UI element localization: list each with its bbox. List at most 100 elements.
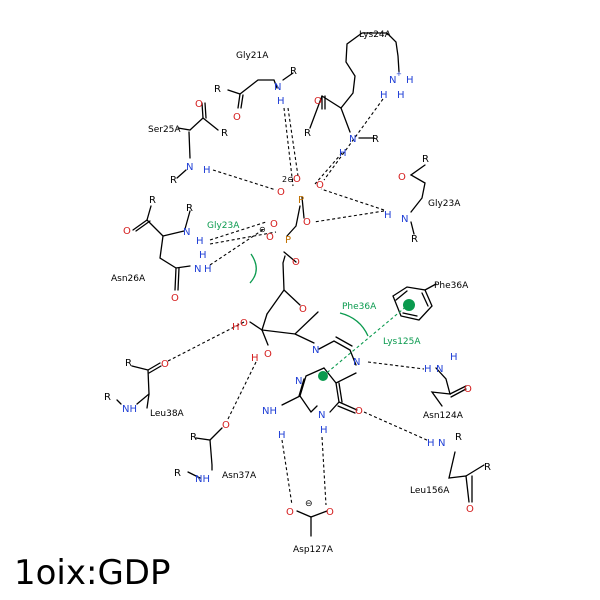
atom-o: O	[123, 226, 131, 237]
residue-label-leu156: Leu156A	[410, 486, 450, 496]
atom-h: H	[203, 165, 211, 176]
atom-r: R	[422, 154, 429, 165]
atom-o: O	[171, 293, 179, 304]
atom-r: R	[190, 432, 197, 443]
residue-label-gly23: Gly23A	[428, 199, 461, 209]
atom-h: H	[397, 90, 405, 101]
atom-h: H	[277, 96, 285, 107]
atom-o: O	[233, 112, 241, 123]
atom-r: R	[372, 134, 379, 145]
atom-o: O	[240, 318, 248, 329]
atom-r: R	[125, 358, 132, 369]
hbond-gly21-o	[283, 107, 294, 187]
atom-h: H	[320, 425, 328, 436]
atom-charge: 2⊖	[282, 175, 294, 184]
hydrophobic-label-phe36: Phe36A	[342, 302, 377, 312]
atom-h: H	[384, 210, 392, 221]
residue-label-asp127: Asp127A	[293, 545, 334, 555]
atom-n: N	[389, 75, 396, 86]
atom-o: O	[264, 349, 272, 360]
atom-r: R	[455, 432, 462, 443]
atom-n: N	[194, 264, 201, 275]
atom-labels: R O N R H N + H H H O R N R H O R N H R …	[104, 66, 491, 518]
hydrophobic-label-gly23: Gly23A	[207, 221, 240, 231]
hbond-asn26-2	[209, 231, 277, 245]
atom-o: O	[270, 219, 278, 230]
atom-h: H	[424, 364, 432, 375]
atom-r: R	[149, 195, 156, 206]
hydrogen-bonds	[167, 98, 430, 506]
atom-h: H	[427, 438, 435, 449]
atom-n: N	[312, 345, 319, 356]
atom-nh: NH	[122, 404, 137, 415]
contact-arc-gly23	[249, 253, 257, 284]
residue-label-asn37: Asn37A	[222, 471, 257, 481]
residue-labels: Gly21A Lys24A Ser25A Gly23A Asn26A Leu38…	[111, 30, 469, 555]
atom-r: R	[290, 66, 297, 77]
pi-centroid-phe36	[403, 299, 415, 311]
atom-p: P	[298, 195, 304, 206]
atom-h: H	[278, 430, 286, 441]
atom-r: R	[484, 462, 491, 473]
atom-nh: NH	[195, 474, 210, 485]
atom-charge: ⊖	[305, 499, 313, 509]
atom-h: H	[232, 322, 240, 333]
atom-n: N	[353, 357, 360, 368]
atom-r: R	[104, 392, 111, 403]
atom-r: R	[221, 128, 228, 139]
atom-charge: +	[396, 70, 402, 78]
hbond-gly23-1	[313, 210, 385, 223]
atom-o: O	[398, 172, 406, 183]
residue-label-phe36: Phe36A	[434, 281, 469, 291]
hbond-lys24-nz	[323, 98, 384, 181]
atom-o: O	[222, 420, 230, 431]
covalent-bonds	[116, 32, 485, 537]
atom-r: R	[174, 468, 181, 479]
residue-label-asn124: Asn124A	[423, 411, 464, 421]
hydrophobic-label-lys125: Lys125A	[383, 337, 421, 347]
atom-o: O	[195, 99, 203, 110]
pi-centroid-ligand	[318, 371, 328, 381]
atom-r: R	[411, 234, 418, 245]
residue-label-gly21: Gly21A	[236, 51, 269, 61]
atom-n: N	[318, 410, 325, 421]
hbond-asn124	[367, 361, 425, 370]
hbond-ser25	[212, 169, 277, 191]
atom-charge: ⊖	[259, 225, 266, 234]
atom-o: O	[266, 232, 274, 243]
atom-o: O	[326, 507, 334, 518]
atom-r: R	[214, 84, 221, 95]
hbond-asn37	[227, 359, 258, 420]
atom-n: N	[401, 214, 408, 225]
atom-n: N	[183, 227, 190, 238]
atom-o: O	[464, 384, 472, 395]
hbond-gly23-2	[320, 188, 385, 211]
atom-h: H	[199, 250, 207, 261]
residue-label-lys24: Lys24A	[359, 30, 392, 40]
atom-o: O	[316, 180, 324, 191]
hbond-leu156	[363, 411, 430, 442]
atom-r: R	[170, 175, 177, 186]
atom-o: O	[292, 257, 300, 268]
hbond-asn26-1	[209, 221, 267, 241]
atom-o: O	[277, 187, 285, 198]
hbond-lys24-n	[314, 152, 343, 185]
hbond-gly21-o2	[287, 107, 299, 177]
atom-o: O	[303, 217, 311, 228]
atom-r: R	[186, 203, 193, 214]
atom-o: O	[293, 174, 301, 185]
pi-stacking-line	[322, 304, 409, 377]
atom-p: P	[285, 235, 291, 246]
atom-h: H	[196, 236, 204, 247]
atom-n: N	[349, 134, 356, 145]
atom-o: O	[299, 304, 307, 315]
atom-r: R	[304, 128, 311, 139]
atom-o: O	[161, 359, 169, 370]
contact-arc-phe36	[339, 312, 369, 337]
atom-h: H	[406, 75, 414, 86]
diagram-title: 1oix:GDP	[14, 553, 171, 593]
atom-h: H	[339, 148, 347, 159]
atom-nh: NH	[262, 406, 277, 417]
atom-n: N	[436, 364, 443, 375]
